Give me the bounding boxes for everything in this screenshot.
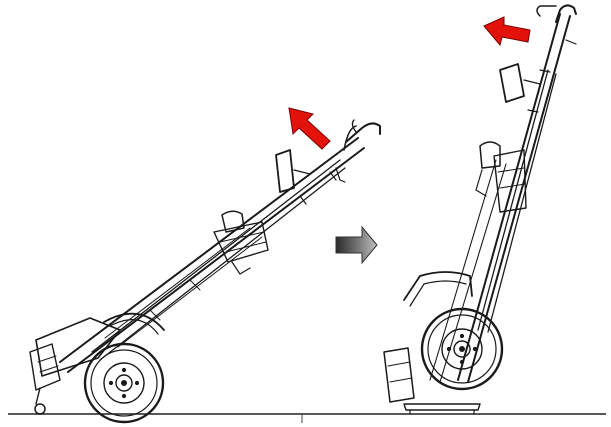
handle-tubes — [59, 137, 365, 373]
gray-block-arrow-icon — [335, 225, 378, 265]
upright-trolley — [383, 4, 577, 415]
center-mechanism — [213, 210, 269, 275]
upright-lower-frame — [383, 271, 481, 415]
wheel — [83, 342, 165, 424]
tilted-trolley — [29, 119, 381, 424]
upright-center-mechanism — [475, 141, 527, 213]
upright-handle-grip — [536, 4, 577, 45]
ground-line — [8, 413, 606, 423]
handle-grip — [343, 119, 381, 151]
caster-wheel — [34, 403, 46, 415]
lower-frame — [29, 312, 165, 405]
upright-handle-tubes — [429, 13, 571, 383]
hanging-plate — [275, 149, 346, 193]
upright-hanging-plate — [499, 63, 541, 103]
red-arrow-icon — [288, 107, 331, 150]
upright-wheel — [420, 307, 504, 391]
red-arrow-icon-upright — [483, 16, 531, 47]
